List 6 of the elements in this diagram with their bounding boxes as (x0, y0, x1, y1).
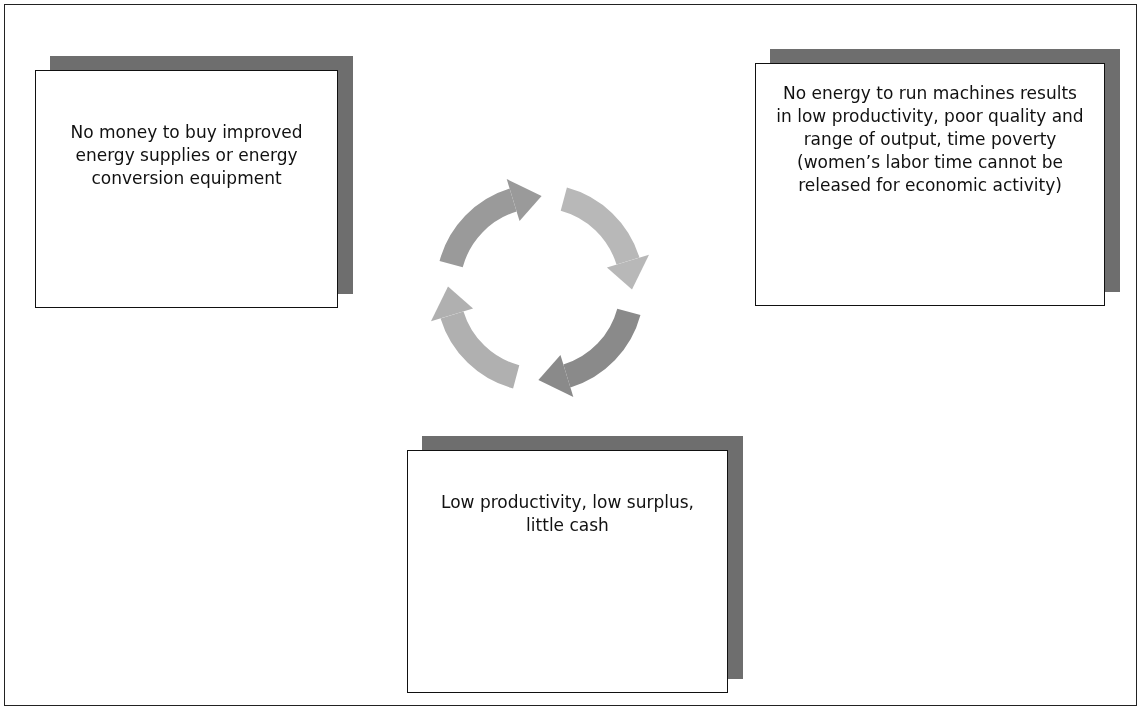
box-text: No energy to run machines results in low productivity, poor quality and range of output, time poverty (women’s labor time cannot be released for economic activity) (775, 82, 1085, 197)
text-box (407, 450, 728, 693)
text-box (755, 63, 1105, 306)
text-box (35, 70, 338, 308)
box-text: Low productivity, low surplus, little cash (440, 491, 695, 537)
box-text: No money to buy improved energy supplies or energy conversion equipment (69, 121, 304, 190)
